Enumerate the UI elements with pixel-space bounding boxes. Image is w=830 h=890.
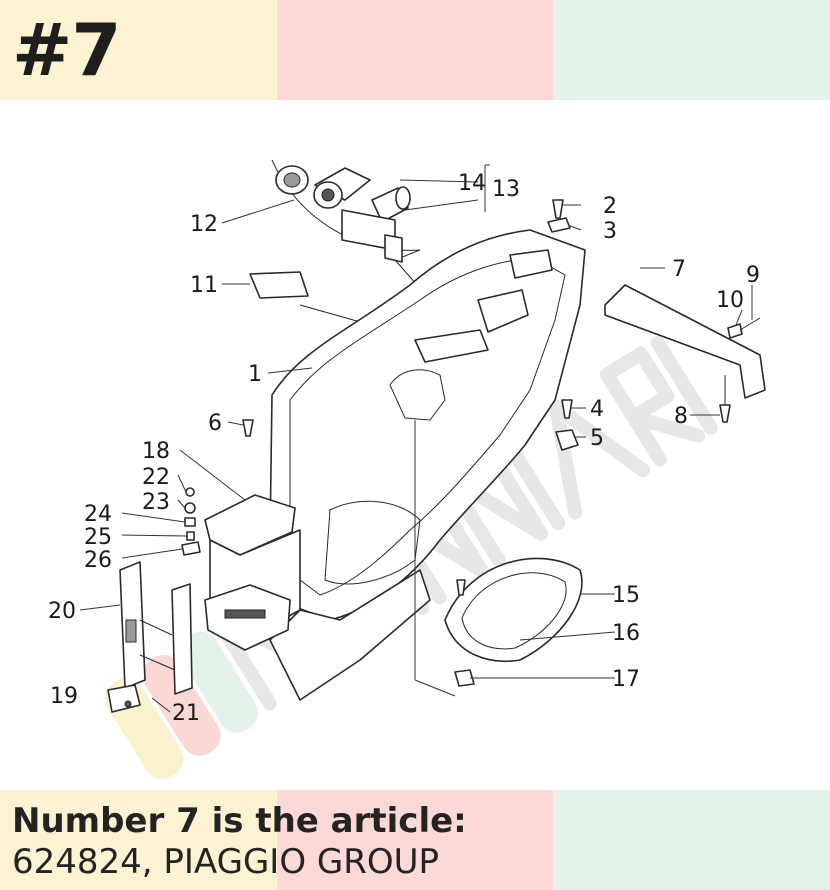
footer-band-pink — [277, 790, 553, 890]
part-label-18: 18 — [142, 439, 170, 464]
part-label-19: 19 — [50, 684, 78, 709]
side-bracket-links — [139, 619, 176, 671]
bracket-tab — [384, 234, 403, 263]
tool-box — [204, 494, 301, 651]
lock-ring-hole — [283, 172, 301, 188]
leader-lines — [79, 164, 753, 713]
mount-bar — [604, 284, 766, 423]
part-label-3: 3 — [603, 219, 617, 244]
article-value: 624824, PIAGGIO GROUP — [12, 842, 440, 882]
screw-2 — [552, 199, 564, 219]
part-label-12: 12 — [190, 212, 218, 237]
compartment-seat-cavity — [389, 369, 446, 421]
header-band-pink — [277, 0, 553, 100]
side-bracket — [119, 561, 193, 695]
header-band-yellow — [0, 0, 277, 100]
screw-22 — [185, 487, 195, 497]
part-label-22: 22 — [142, 465, 170, 490]
clip-10 — [727, 323, 743, 339]
part-label-9: 9 — [746, 263, 760, 288]
seat-lid-outer — [444, 557, 583, 662]
footer-band — [0, 790, 830, 890]
rubber-pad — [249, 271, 309, 299]
screw-4 — [561, 399, 573, 419]
footer-band-green — [553, 790, 830, 890]
part-label-8: 8 — [674, 404, 688, 429]
compartment-inner-rim — [289, 257, 566, 596]
latch-housing — [509, 249, 553, 279]
header-band-green — [553, 0, 830, 100]
pin-9 — [739, 317, 761, 331]
watermark-bar-green — [179, 631, 259, 733]
part-label-6: 6 — [208, 411, 222, 436]
screw-15 — [456, 579, 466, 596]
part-label-26: 26 — [84, 548, 112, 573]
part-label-14: 14 — [458, 171, 486, 196]
helmet-compartment — [269, 229, 586, 701]
part-label-23: 23 — [142, 490, 170, 515]
bushing-25 — [186, 531, 195, 541]
part-label-16: 16 — [612, 621, 640, 646]
nut-3 — [547, 217, 571, 233]
lock-cylinder-keyhole — [321, 188, 335, 202]
spacer-24 — [184, 517, 196, 527]
part-label-24: 24 — [84, 502, 112, 527]
header-band — [0, 0, 830, 100]
nut-17 — [454, 669, 475, 687]
part-label-1: 1 — [248, 362, 262, 387]
nut-26 — [181, 541, 201, 556]
roller-end — [395, 186, 411, 210]
side-bracket-slot — [125, 619, 137, 643]
article-caption: Number 7 is the article: — [12, 801, 467, 841]
screw-8 — [719, 404, 731, 423]
part-label-2: 2 — [603, 194, 617, 219]
clip-19 — [107, 684, 141, 713]
part-label-25: 25 — [84, 525, 112, 550]
part-label-17: 17 — [612, 667, 640, 692]
reference-number: #7 — [12, 8, 121, 92]
part-label-21: 21 — [172, 701, 200, 726]
part-label-13: 13 — [492, 177, 520, 202]
footer-band-yellow — [0, 790, 277, 890]
front-ledge — [414, 329, 489, 363]
side-bracket-right — [171, 583, 193, 695]
part-label-4: 4 — [590, 397, 604, 422]
part-label-11: 11 — [190, 273, 218, 298]
tool-box-slot — [224, 609, 266, 619]
part-labels: 1 2 3 4 5 6 7 8 9 10 11 12 13 14 15 16 1… — [48, 171, 760, 726]
seat-lid-inner — [461, 572, 567, 650]
washer-23 — [184, 502, 196, 514]
parts-diagram: 1 2 3 4 5 6 7 8 9 10 11 12 13 14 15 16 1… — [48, 159, 766, 780]
watermark-bar-pink — [142, 654, 221, 756]
nut-5 — [555, 429, 579, 451]
seat-lid — [444, 557, 583, 662]
part-label-10: 10 — [716, 288, 744, 313]
part-label-7: 7 — [672, 257, 686, 282]
mount-bar-body — [604, 284, 766, 399]
part-label-20: 20 — [48, 599, 76, 624]
clip-19-hole — [124, 700, 132, 708]
compartment-recess — [477, 289, 529, 333]
part-label-5: 5 — [590, 426, 604, 451]
screw-6 — [242, 419, 254, 437]
part-label-15: 15 — [612, 583, 640, 608]
